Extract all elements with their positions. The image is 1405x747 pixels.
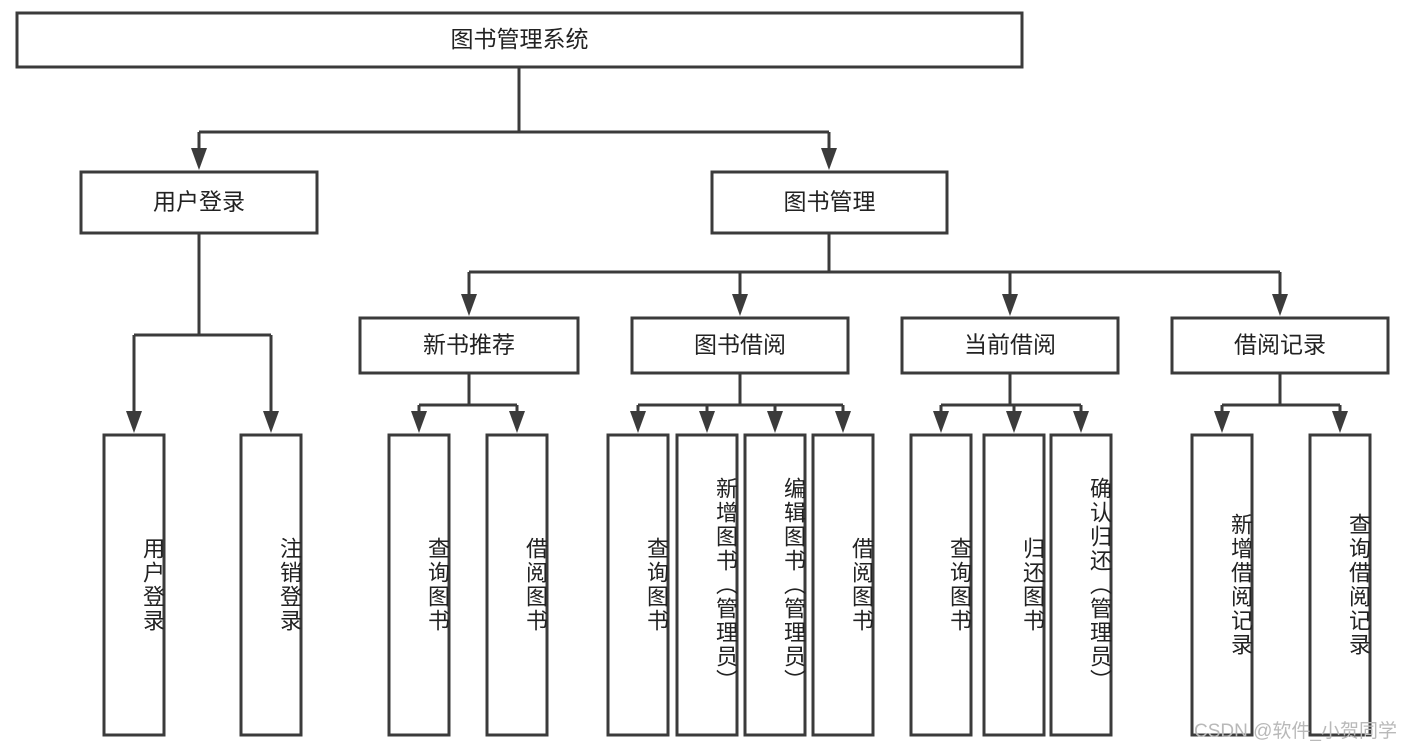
node-box-book-borrow[interactable] — [630, 316, 850, 375]
arrow-head-icon — [411, 411, 427, 433]
arrow-head-icon — [835, 411, 851, 433]
node-box-user-login[interactable] — [79, 170, 319, 235]
node-box-root[interactable] — [15, 11, 1024, 69]
node-box-leaf-add-book[interactable] — [675, 433, 739, 737]
node-box-leaf-add-record[interactable] — [1190, 433, 1254, 737]
node-box-leaf-query-record[interactable] — [1308, 433, 1372, 737]
connectors-layer — [126, 67, 1348, 433]
node-box-leaf-borrow-book-rec[interactable] — [485, 433, 549, 737]
node-box-leaf-query-book-rec[interactable] — [387, 433, 451, 737]
arrow-head-icon — [933, 411, 949, 433]
node-box-leaf-query-book-cur[interactable] — [909, 433, 973, 737]
arrow-head-icon — [461, 294, 477, 316]
arrow-head-icon — [509, 411, 525, 433]
node-label-borrow-records: 借阅记录 — [1234, 332, 1326, 358]
arrow-head-icon — [1006, 411, 1022, 433]
node-label-root: 图书管理系统 — [451, 26, 589, 52]
arrow-head-icon — [630, 411, 646, 433]
node-box-book-management[interactable] — [710, 170, 949, 235]
arrow-head-icon — [1002, 294, 1018, 316]
arrow-head-icon — [1272, 294, 1288, 316]
boxes-layer — [15, 11, 1390, 737]
node-box-leaf-borrow-book[interactable] — [811, 433, 875, 737]
node-label-book-management: 图书管理 — [784, 189, 876, 215]
node-label-current-borrow: 当前借阅 — [964, 332, 1056, 358]
arrow-head-icon — [767, 411, 783, 433]
node-box-leaf-logout[interactable] — [239, 433, 303, 737]
node-box-leaf-edit-book[interactable] — [743, 433, 807, 737]
arrow-head-icon — [263, 411, 279, 433]
node-label-user-login: 用户登录 — [153, 189, 245, 215]
node-box-new-book-recommend[interactable] — [358, 316, 580, 375]
arrow-head-icon — [821, 148, 837, 170]
node-box-leaf-query-book-borrow[interactable] — [606, 433, 670, 737]
node-label-book-borrow: 图书借阅 — [694, 332, 786, 358]
node-box-borrow-records[interactable] — [1170, 316, 1390, 375]
node-box-leaf-user-login[interactable] — [102, 433, 166, 737]
arrow-head-icon — [1332, 411, 1348, 433]
arrow-head-icon — [732, 294, 748, 316]
arrow-head-icon — [699, 411, 715, 433]
node-label-new-book-recommend: 新书推荐 — [423, 332, 515, 358]
arrow-head-icon — [1214, 411, 1230, 433]
node-box-leaf-confirm-return[interactable] — [1049, 433, 1113, 737]
arrow-head-icon — [1073, 411, 1089, 433]
arrow-head-icon — [191, 148, 207, 170]
watermark-text: CSDN @软件_小贺同学 — [1194, 721, 1397, 742]
arrow-head-icon — [126, 411, 142, 433]
node-box-current-borrow[interactable] — [900, 316, 1120, 375]
node-box-leaf-return-book[interactable] — [982, 433, 1046, 737]
